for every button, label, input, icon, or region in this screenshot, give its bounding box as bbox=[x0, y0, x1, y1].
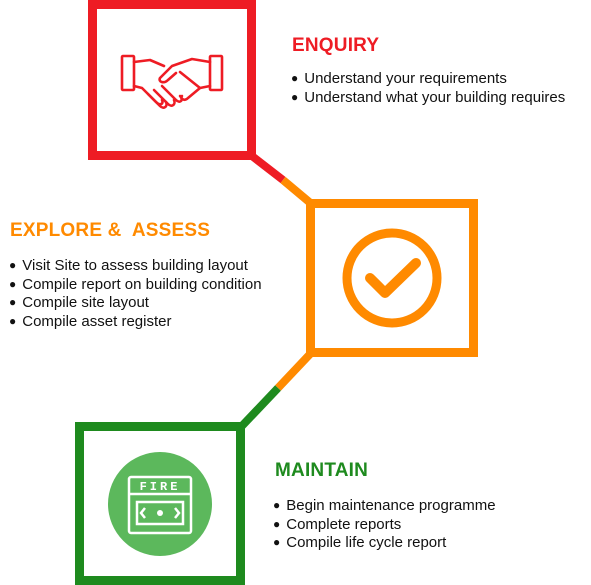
maintain-heading: MAINTAIN bbox=[275, 460, 369, 481]
fire-label: FIRE bbox=[140, 480, 181, 494]
list-item: Compile asset register bbox=[9, 313, 262, 332]
list-item: Understand what your building requires bbox=[291, 89, 565, 108]
fire-alarm-icon: FIRE bbox=[108, 451, 212, 556]
enquiry-bullets: Understand your requirements Understand … bbox=[291, 70, 565, 107]
enquiry-heading: ENQUIRY bbox=[292, 35, 380, 56]
list-item: Visit Site to assess building layout bbox=[9, 257, 262, 276]
list-item: Begin maintenance programme bbox=[273, 497, 495, 516]
list-item: Understand your requirements bbox=[291, 70, 565, 89]
explore-assess-heading: EXPLORE & ASSESS bbox=[10, 220, 211, 241]
maintain-bullets: Begin maintenance programme Complete rep… bbox=[273, 497, 496, 553]
checkmark-circle-icon bbox=[342, 228, 442, 328]
connector-red-segment bbox=[249, 152, 286, 184]
maintain-box: FIRE bbox=[75, 422, 245, 585]
explore-assess-bullets: Visit Site to assess building layout Com… bbox=[9, 257, 262, 332]
list-item: Compile site layout bbox=[9, 294, 262, 313]
list-item: Compile report on building condition bbox=[9, 276, 261, 295]
list-item: Complete reports bbox=[273, 516, 496, 535]
explore-assess-box bbox=[306, 199, 478, 357]
connector-orange-segment-2 bbox=[275, 349, 315, 391]
handshake-icon bbox=[120, 54, 224, 109]
enquiry-box bbox=[88, 0, 256, 160]
list-item: Compile life cycle report bbox=[273, 534, 496, 553]
connector-green-segment bbox=[237, 385, 281, 431]
